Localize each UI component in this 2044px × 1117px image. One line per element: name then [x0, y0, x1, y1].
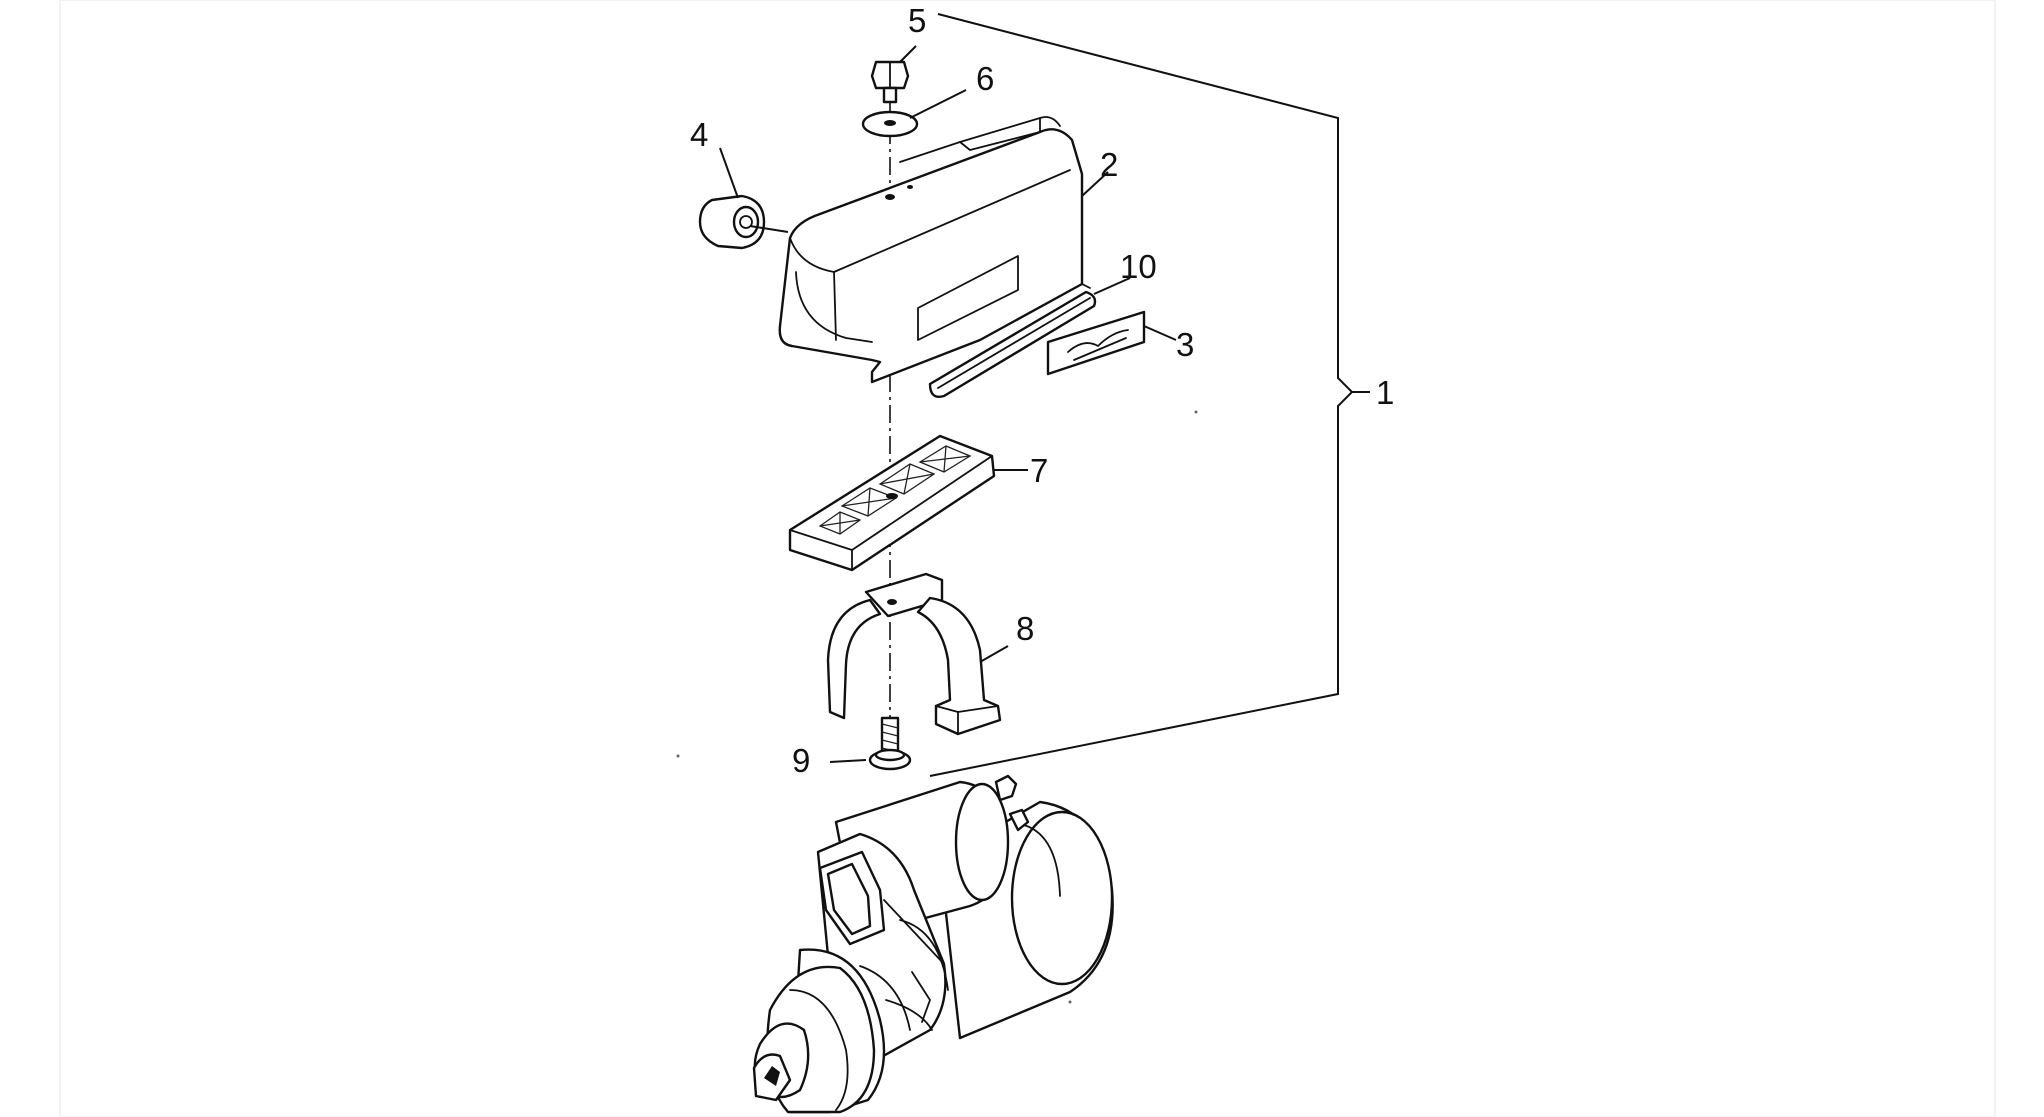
- part-5-bolt: [870, 60, 910, 104]
- part-2-cover: [778, 116, 1091, 384]
- callout-1: 1: [1376, 374, 1394, 411]
- part-9-screw: [868, 716, 912, 771]
- callout-3: 3: [1176, 326, 1194, 363]
- callout-10: 10: [1120, 248, 1157, 285]
- callout-7: 7: [1030, 452, 1048, 489]
- part-3-badge: [1046, 310, 1146, 376]
- assembly-bracket: [929, 13, 1354, 777]
- callout-6: 6: [976, 60, 994, 97]
- starter-motor: [752, 774, 1114, 1114]
- part-4-plug: [698, 194, 766, 250]
- callout-5: 5: [908, 2, 926, 39]
- part-6-washer: [861, 110, 919, 138]
- part-8-bracket: [826, 572, 1002, 736]
- part-10-strip: [928, 290, 1097, 398]
- callout-2: 2: [1100, 146, 1118, 183]
- callout-9: 9: [792, 742, 810, 779]
- callout-4: 4: [690, 116, 708, 153]
- part-7-rubber-mount: [788, 434, 996, 572]
- callout-8: 8: [1016, 610, 1034, 647]
- leader-lines: [719, 45, 1370, 763]
